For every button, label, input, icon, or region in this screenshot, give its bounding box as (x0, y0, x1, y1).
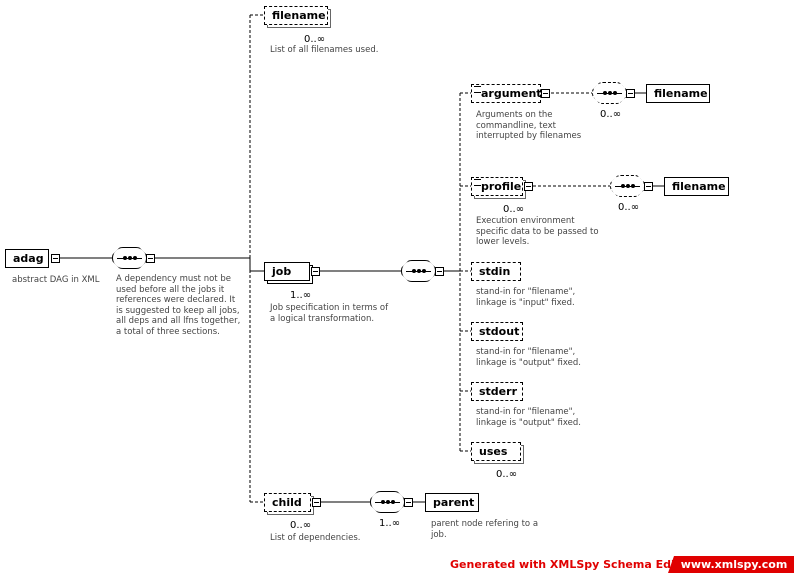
child-element[interactable]: child (264, 493, 311, 512)
collapse-toggle-icon[interactable] (626, 89, 635, 98)
sequence-doc: A dependency must not be used before all… (116, 274, 241, 337)
child-doc: List of dependencies. (270, 533, 361, 543)
uses-element[interactable]: uses (471, 442, 521, 461)
sequence-compositor-icon[interactable] (592, 82, 627, 104)
filename-element[interactable]: filename (264, 6, 328, 25)
filename-doc: List of all filenames used. (270, 45, 379, 55)
profile-element[interactable]: profile (471, 177, 523, 196)
xmlspy-link[interactable]: www.xmlspy.com (668, 556, 794, 573)
collapse-toggle-icon[interactable] (541, 89, 550, 98)
parent-doc: parent node refering to a job. (431, 519, 539, 540)
job-doc: Job specification in terms of a logical … (270, 303, 389, 324)
mixed-content-icon (474, 86, 481, 93)
sequence-compositor-icon[interactable] (112, 247, 147, 269)
collapse-toggle-icon[interactable] (404, 498, 413, 507)
stdin-element[interactable]: stdin (471, 262, 521, 281)
collapse-toggle-icon[interactable] (435, 267, 444, 276)
stderr-element[interactable]: stderr (471, 382, 523, 401)
collapse-toggle-icon[interactable] (644, 182, 653, 191)
collapse-toggle-icon[interactable] (51, 254, 60, 263)
argument-filename-element[interactable]: filename (646, 84, 710, 103)
argument-doc: Arguments on the commandline, text inter… (476, 110, 582, 141)
stdout-element[interactable]: stdout (471, 322, 523, 341)
uses-cardinality: 0..∞ (496, 469, 518, 480)
profile-doc: Execution environment specific data to b… (476, 216, 599, 247)
filename-cardinality: 0..∞ (304, 34, 326, 45)
sequence-compositor-icon[interactable] (401, 260, 436, 282)
profile-filename-element[interactable]: filename (664, 177, 729, 196)
job-cardinality: 1..∞ (290, 290, 312, 301)
mixed-content-icon (474, 179, 481, 186)
adag-doc: abstract DAG in XML (12, 275, 100, 285)
stdout-doc: stand-in for "filename", linkage is "out… (476, 347, 581, 368)
adag-element[interactable]: adag (5, 249, 49, 268)
stderr-doc: stand-in for "filename", linkage is "out… (476, 407, 581, 428)
parent-element[interactable]: parent (425, 493, 479, 512)
child-seq-cardinality: 1..∞ (379, 518, 401, 529)
collapse-toggle-icon[interactable] (524, 182, 533, 191)
child-cardinality: 0..∞ (290, 520, 312, 531)
argument-seq-cardinality: 0..∞ (600, 109, 622, 120)
profile-seq-cardinality: 0..∞ (618, 202, 640, 213)
argument-element[interactable]: argument (471, 84, 542, 103)
collapse-toggle-icon[interactable] (146, 254, 155, 263)
profile-cardinality: 0..∞ (503, 204, 525, 215)
collapse-toggle-icon[interactable] (311, 267, 320, 276)
sequence-compositor-icon[interactable] (370, 491, 405, 513)
sequence-compositor-icon[interactable] (610, 175, 645, 197)
collapse-toggle-icon[interactable] (312, 498, 321, 507)
stdin-doc: stand-in for "filename", linkage is "inp… (476, 287, 576, 308)
generated-by-text: Generated with XMLSpy Schema Editor (450, 558, 693, 571)
job-element[interactable]: job (264, 262, 310, 281)
